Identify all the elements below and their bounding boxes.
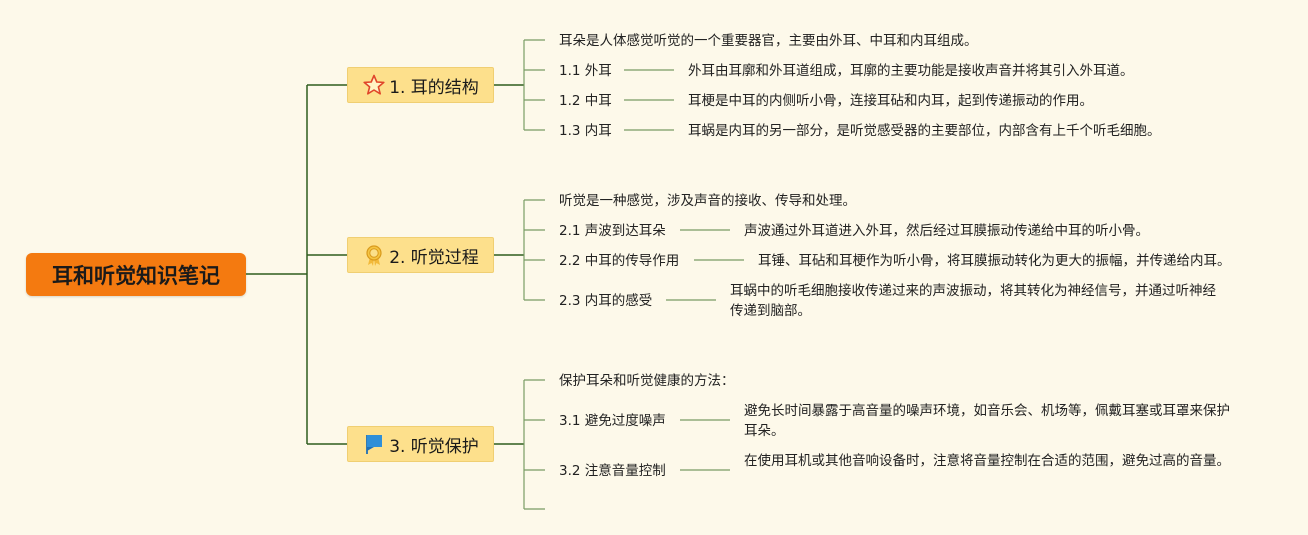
topic-ear-structure[interactable]: 1. 耳的结构 — [347, 67, 494, 103]
branch3-intro: 保护耳朵和听觉健康的方法： — [559, 373, 735, 389]
item-label-middle-conduction[interactable]: 2.2 中耳的传导作用 — [559, 253, 680, 269]
flag-icon — [362, 432, 386, 456]
item-desc-middle-conduction: 耳锤、耳砧和耳梗作为听小骨，将耳膜振动转化为更大的振幅，并传递给内耳。 — [758, 253, 1231, 269]
item-desc-outer-ear: 外耳由耳廓和外耳道组成，耳廓的主要功能是接收声音并将其引入外耳道。 — [688, 63, 1134, 79]
item-desc-inner-sensing: 耳蜗中的听毛细胞接收传递过来的声波振动，将其转化为神经信号，并通过听神经传递到脑… — [730, 283, 1216, 319]
topic-hearing-protection[interactable]: 3. 听觉保护 — [347, 426, 494, 462]
topic-label: 1. 耳的结构 — [389, 77, 479, 98]
star-icon — [362, 73, 386, 97]
branch2-intro: 听觉是一种感觉，涉及声音的接收、传导和处理。 — [559, 193, 856, 209]
item-label-inner-sensing[interactable]: 2.3 内耳的感受 — [559, 293, 653, 309]
root-node[interactable]: 耳和听觉知识笔记 — [26, 253, 246, 296]
topic-label: 2. 听觉过程 — [389, 247, 479, 268]
item-label-volume-control[interactable]: 3.2 注意音量控制 — [559, 463, 666, 479]
item-desc-volume-control: 在使用耳机或其他音响设备时，注意将音量控制在合适的范围，避免过高的音量。 — [744, 453, 1230, 469]
item-label-avoid-noise[interactable]: 3.1 避免过度噪声 — [559, 413, 666, 429]
medal-icon — [362, 243, 386, 267]
item-desc-middle-ear: 耳梗是中耳的内侧听小骨，连接耳砧和内耳，起到传递振动的作用。 — [688, 93, 1093, 109]
item-label-middle-ear[interactable]: 1.2 中耳 — [559, 93, 612, 109]
item-desc-sound-wave: 声波通过外耳道进入外耳，然后经过耳膜振动传递给中耳的听小骨。 — [744, 223, 1149, 239]
item-desc-inner-ear: 耳蜗是内耳的另一部分，是听觉感受器的主要部位，内部含有上千个听毛细胞。 — [688, 123, 1161, 139]
item-desc-avoid-noise: 避免长时间暴露于高音量的噪声环境，如音乐会、机场等，佩戴耳塞或耳罩来保护耳朵。 — [744, 403, 1230, 439]
topic-label: 3. 听觉保护 — [389, 436, 479, 457]
item-label-outer-ear[interactable]: 1.1 外耳 — [559, 63, 612, 79]
branch1-intro: 耳朵是人体感觉听觉的一个重要器官，主要由外耳、中耳和内耳组成。 — [559, 33, 978, 49]
item-label-inner-ear[interactable]: 1.3 内耳 — [559, 123, 612, 139]
topic-hearing-process[interactable]: 2. 听觉过程 — [347, 237, 494, 273]
root-title: 耳和听觉知识笔记 — [52, 263, 220, 288]
item-label-sound-wave[interactable]: 2.1 声波到达耳朵 — [559, 223, 666, 239]
